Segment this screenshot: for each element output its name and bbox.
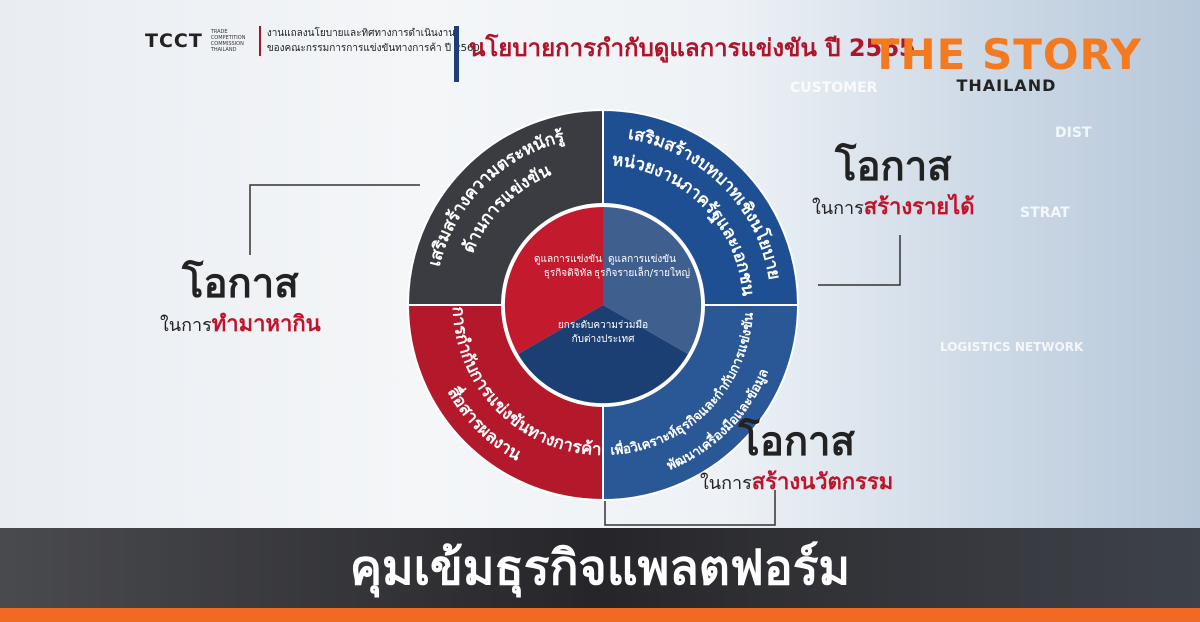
opportunity-title: โอกาส: [834, 144, 952, 190]
opportunity-title: โอกาส: [738, 419, 855, 465]
org-text: งานแถลงนโยบายและทิศทางการดำเนินงาน ของคณ…: [258, 26, 480, 56]
core-label: ดูแลการแข่งขัน: [534, 254, 602, 265]
opportunity-prefix: ในการ: [812, 198, 864, 219]
opportunity-highlight: สร้างรายได้: [863, 195, 975, 220]
opportunity-prefix: ในการ: [160, 315, 212, 336]
opportunity-livelihood: โอกาส ในการทำมาหากิน: [160, 262, 321, 341]
org-line2: ของคณะกรรมการการแข่งขันทางการค้า ปี 2560: [266, 43, 480, 54]
page-title: นโยบายการกำกับดูแลการแข่งขัน ปี 2565: [454, 26, 916, 82]
bg-word: CUSTOMER: [790, 80, 878, 96]
core-digital: [504, 206, 603, 354]
core-label: ธุรกิจรายเล็ก/รายใหญ่: [594, 265, 690, 279]
tcct-logo: TCCT TRADE COMPETITION COMMISSION THAILA…: [145, 26, 480, 56]
core-label: ดูแลการแข่งขัน: [608, 254, 676, 265]
bg-word: LOGISTICS NETWORK: [940, 340, 1084, 354]
core-label: กับต่างประเทศ: [572, 334, 635, 345]
bg-word: STRAT: [1020, 205, 1070, 221]
brand-bar: [0, 608, 1200, 622]
core-sme: [603, 206, 702, 354]
bg-word: DIST: [1055, 125, 1092, 141]
logo-subtext: TRADE COMPETITION COMMISSION THAILAND: [210, 29, 246, 53]
caption-band: คุมเข้มธุรกิจแพลตฟอร์ม: [0, 528, 1200, 610]
brand-logo: THE STORY THAILAND: [870, 30, 1142, 96]
connector-lines: [249, 184, 901, 526]
brand-sub: THAILAND: [956, 76, 1057, 95]
opportunity-highlight: สร้างนวัตกรรม: [751, 470, 894, 495]
opportunity-title: โอกาส: [182, 261, 299, 307]
opportunity-innovation: โอกาส ในการสร้างนวัตกรรม: [700, 420, 893, 499]
opportunity-prefix: ในการ: [700, 473, 752, 494]
core-international: [518, 305, 688, 404]
opportunity-highlight: ทำมาหากิน: [211, 312, 321, 337]
logo-text: TCCT: [145, 30, 203, 52]
core-label: ยกระดับความร่วมมือ: [558, 319, 648, 331]
opportunity-income: โอกาส ในการสร้างรายได้: [812, 145, 975, 224]
caption-text: คุมเข้มธุรกิจแพลตฟอร์ม: [349, 540, 851, 596]
core-label: ธุรกิจดิจิทัล: [544, 268, 592, 279]
brand-name: THE STORY: [870, 30, 1142, 79]
org-line1: งานแถลงนโยบายและทิศทางการดำเนินงาน: [266, 28, 456, 39]
